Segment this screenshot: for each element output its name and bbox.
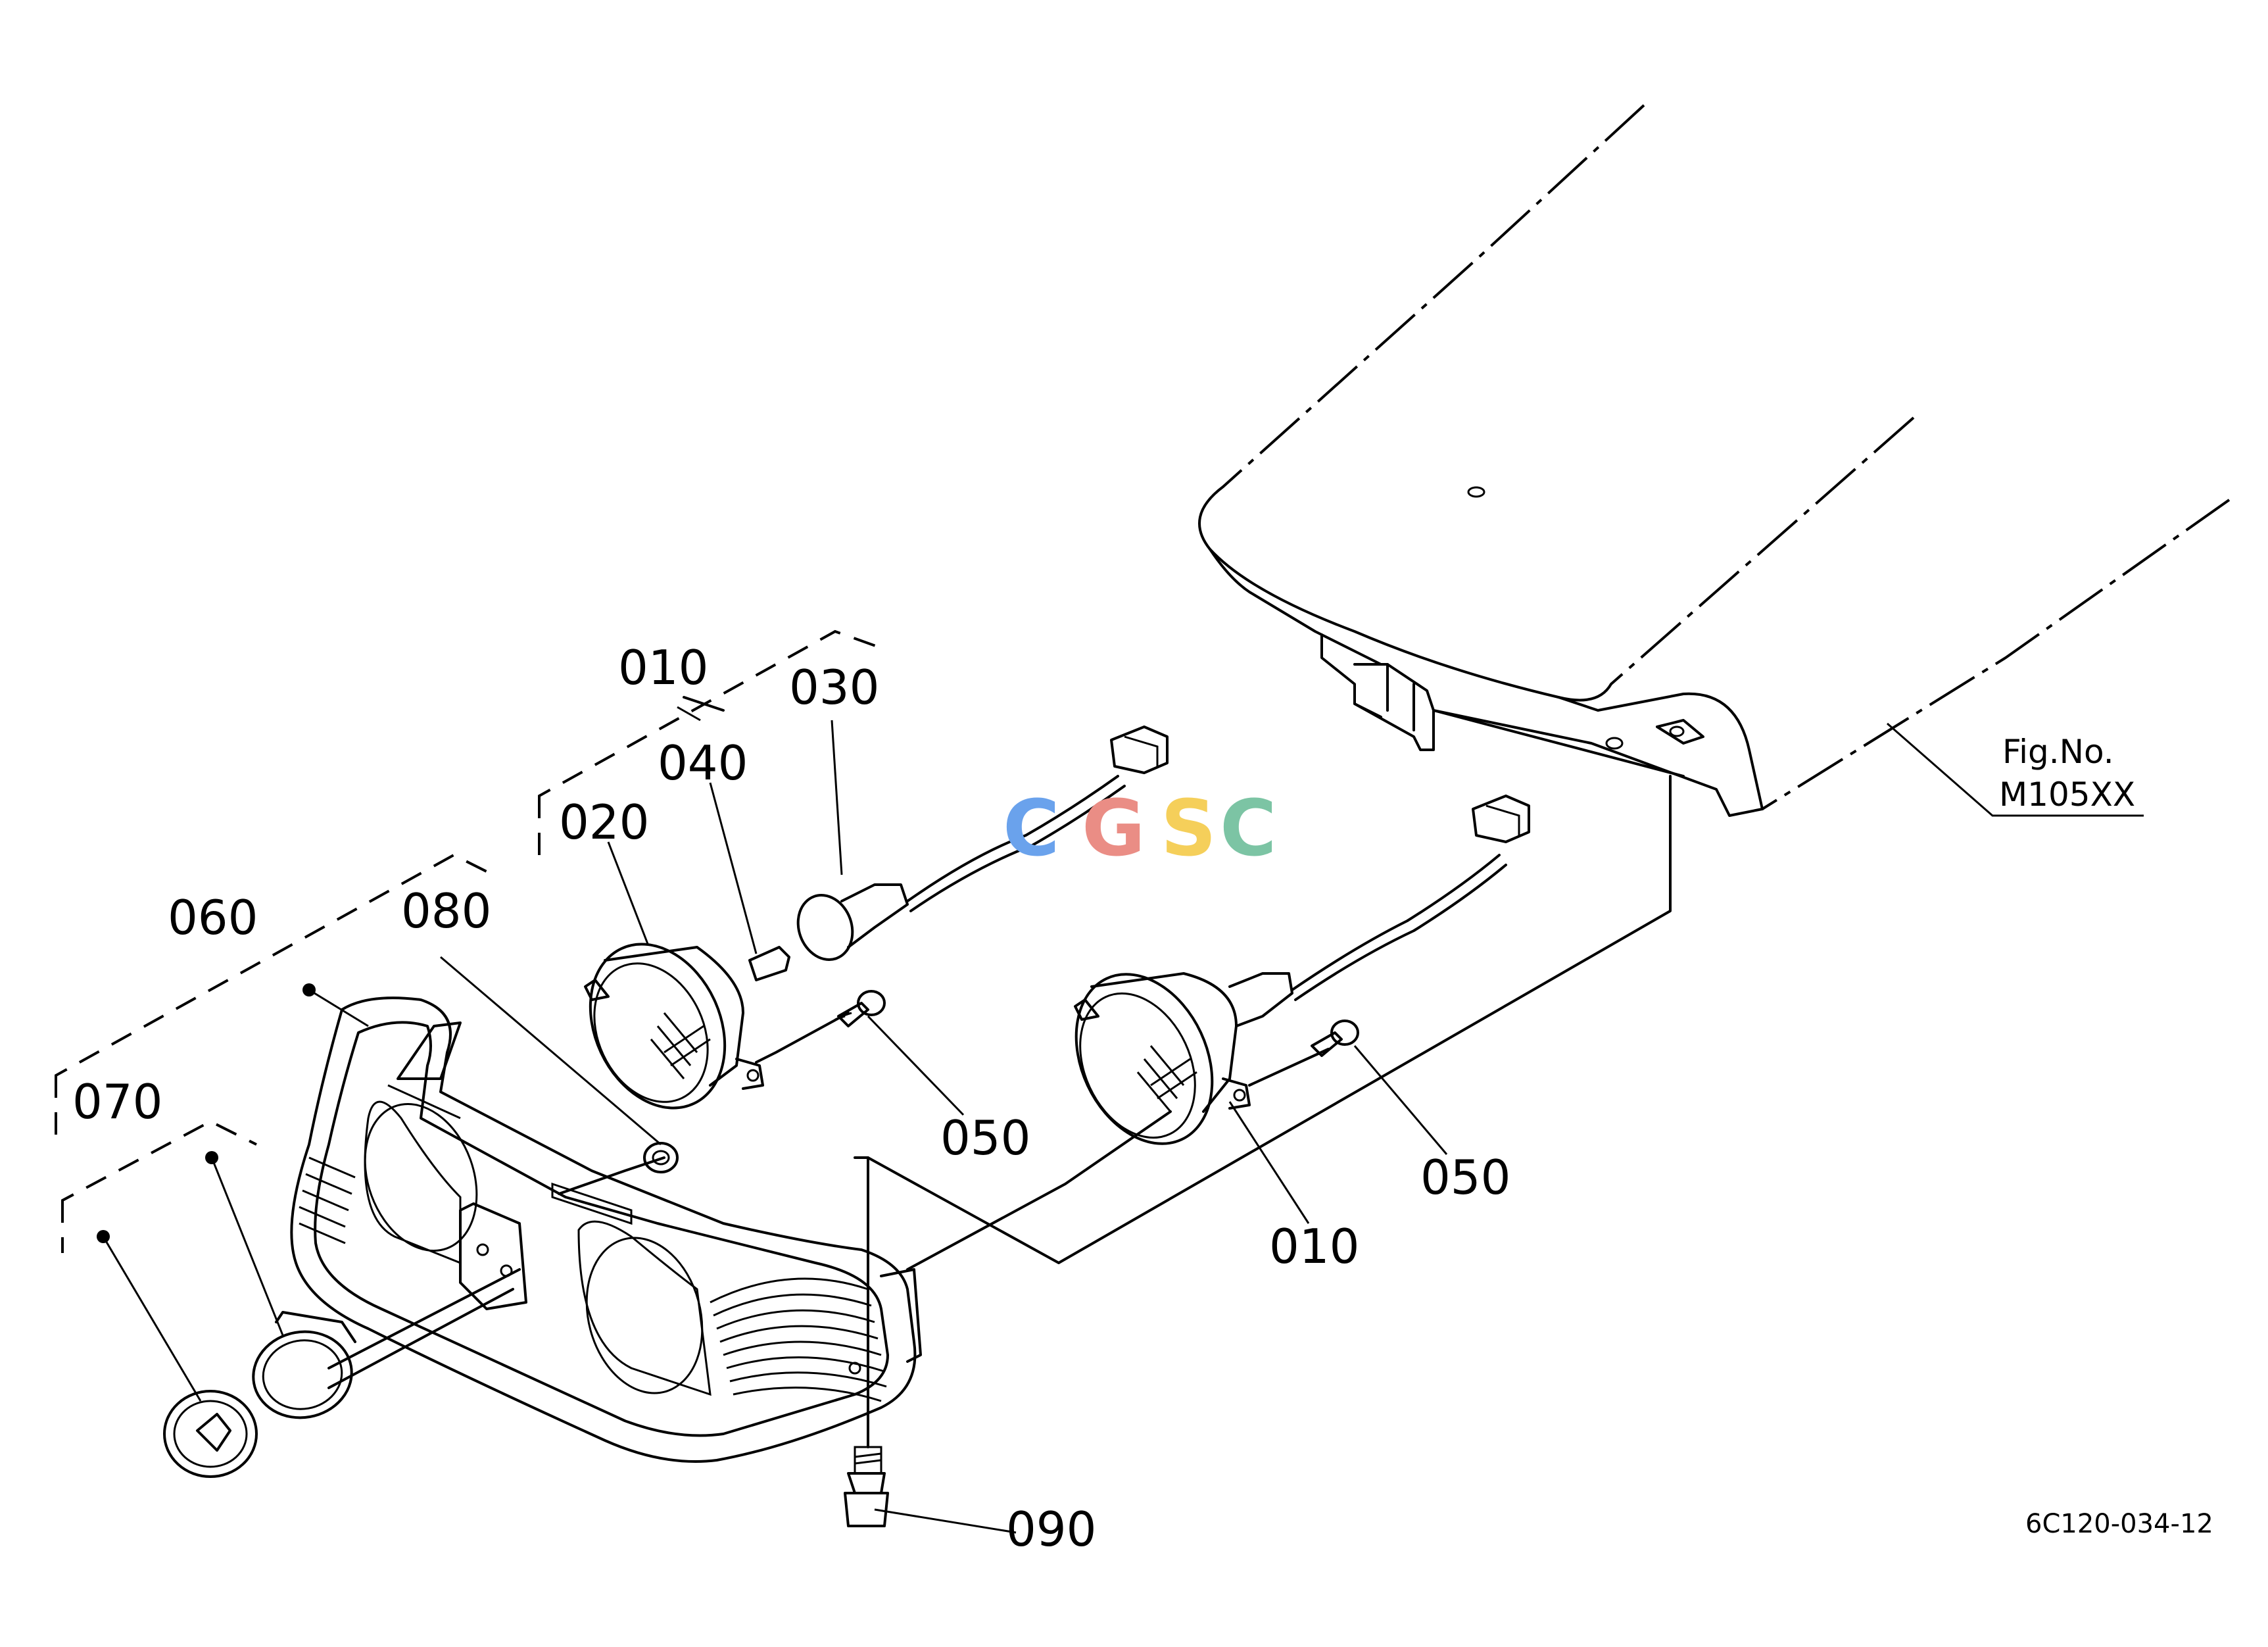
watermark: C G S C [1003,783,1277,873]
callout-080: 080 [401,883,491,939]
callout-010-top: 010 [618,640,708,695]
watermark-letter-1: C [1003,783,1060,873]
callout-050-right: 050 [1420,1150,1510,1205]
watermark-letter-2: G [1082,783,1146,873]
diagram-code: 6C120-034-12 [2025,1509,2213,1539]
fasteners-drawing [643,990,1359,1527]
callout-020: 020 [559,795,649,850]
callout-060: 060 [168,890,258,945]
callout-010-bottom: 010 [1269,1219,1359,1274]
right-headlamp-drawing [1074,795,1530,1145]
callout-050-left: 050 [940,1110,1030,1166]
callout-labels: 010 030 040 020 060 080 070 050 050 010 … [72,640,2213,1557]
grille-drawing [290,996,922,1463]
watermark-letter-3: S [1161,783,1217,873]
figure-ref-line1: Fig.No. [2002,733,2114,771]
left-headlamp-drawing [584,725,1169,1110]
callout-070: 070 [72,1074,162,1129]
callout-090: 090 [1006,1502,1096,1557]
callout-030: 030 [789,660,879,715]
figure-ref-line2: M105XX [1999,775,2135,814]
leader-lines [55,629,2144,1534]
callout-040: 040 [658,735,748,791]
hood-drawing [1198,104,2231,817]
watermark-letter-4: C [1220,783,1277,873]
emblem-drawing [163,1311,356,1478]
